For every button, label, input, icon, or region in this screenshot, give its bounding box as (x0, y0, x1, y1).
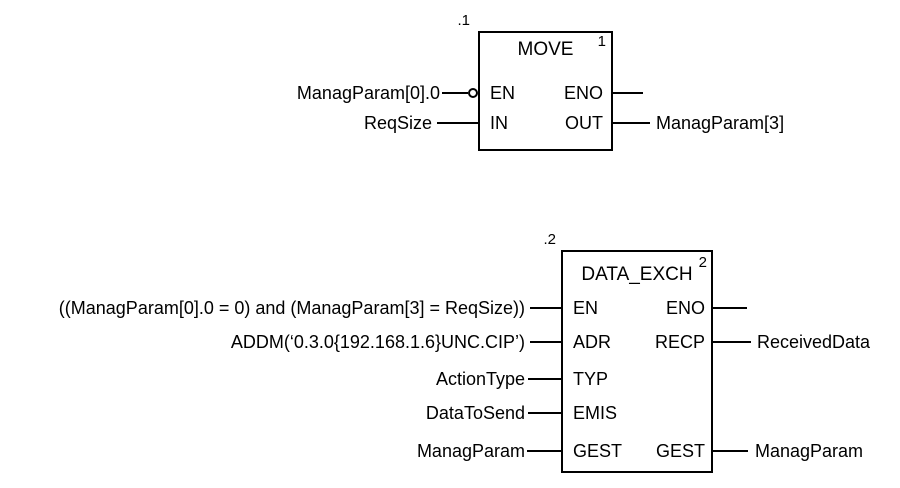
wire-adr-input (530, 341, 563, 343)
function-block-move: MOVE 1 EN IN ENO OUT (478, 31, 613, 151)
wire-en-input (530, 307, 563, 309)
input-value-gest: ManagParam (416, 441, 525, 461)
negation-bubble-icon (468, 88, 478, 98)
output-value-recp: ReceivedData (757, 332, 871, 352)
block-title: DATA_EXCH (581, 264, 693, 285)
pin-adr: ADR (573, 332, 612, 352)
block-instance-number: 2 (698, 254, 707, 271)
wire-recp-output (711, 341, 751, 343)
wire-eno-output (611, 92, 643, 94)
pin-eno: ENO (563, 83, 603, 103)
block-title: MOVE (517, 39, 574, 60)
pin-out: OUT (565, 113, 603, 133)
block-instance-number: 1 (597, 33, 606, 50)
pin-typ: TYP (573, 369, 609, 389)
input-value-in: ReqSize (363, 113, 432, 133)
input-value-adr: ADDM(‘0.3.0{192.168.1.6}UNC.CIP’) (230, 332, 525, 352)
pin-gest-in: GEST (573, 441, 623, 461)
input-value-en: ManagParam[0].0 (296, 83, 440, 103)
function-block-data-exch: DATA_EXCH 2 EN ADR TYP EMIS GEST ENO REC… (561, 250, 713, 473)
output-value-out: ManagParam[3] (656, 113, 785, 133)
wire-gest-output (711, 450, 748, 452)
pin-eno: ENO (665, 298, 705, 318)
pin-emis: EMIS (573, 403, 618, 423)
wire-eno-output (711, 307, 747, 309)
pin-recp: RECP (654, 332, 705, 352)
output-value-gest: ManagParam (755, 441, 864, 461)
input-value-en: ((ManagParam[0].0 = 0) and (ManagParam[3… (58, 298, 525, 318)
pin-in: IN (490, 113, 508, 133)
input-value-emis: DataToSend (425, 403, 525, 423)
wire-in-input (437, 122, 480, 124)
pin-gest-out: GEST (655, 441, 705, 461)
pin-en: EN (490, 83, 516, 103)
wire-out-output (611, 122, 650, 124)
pin-en: EN (573, 298, 599, 318)
input-value-typ: ActionType (435, 369, 525, 389)
wire-gest-input (527, 450, 563, 452)
wire-emis-input (528, 412, 563, 414)
wire-en-input (442, 92, 468, 94)
block-link-label-2: .2 (543, 231, 556, 248)
wire-typ-input (528, 378, 563, 380)
block-link-label-1: .1 (457, 12, 470, 29)
